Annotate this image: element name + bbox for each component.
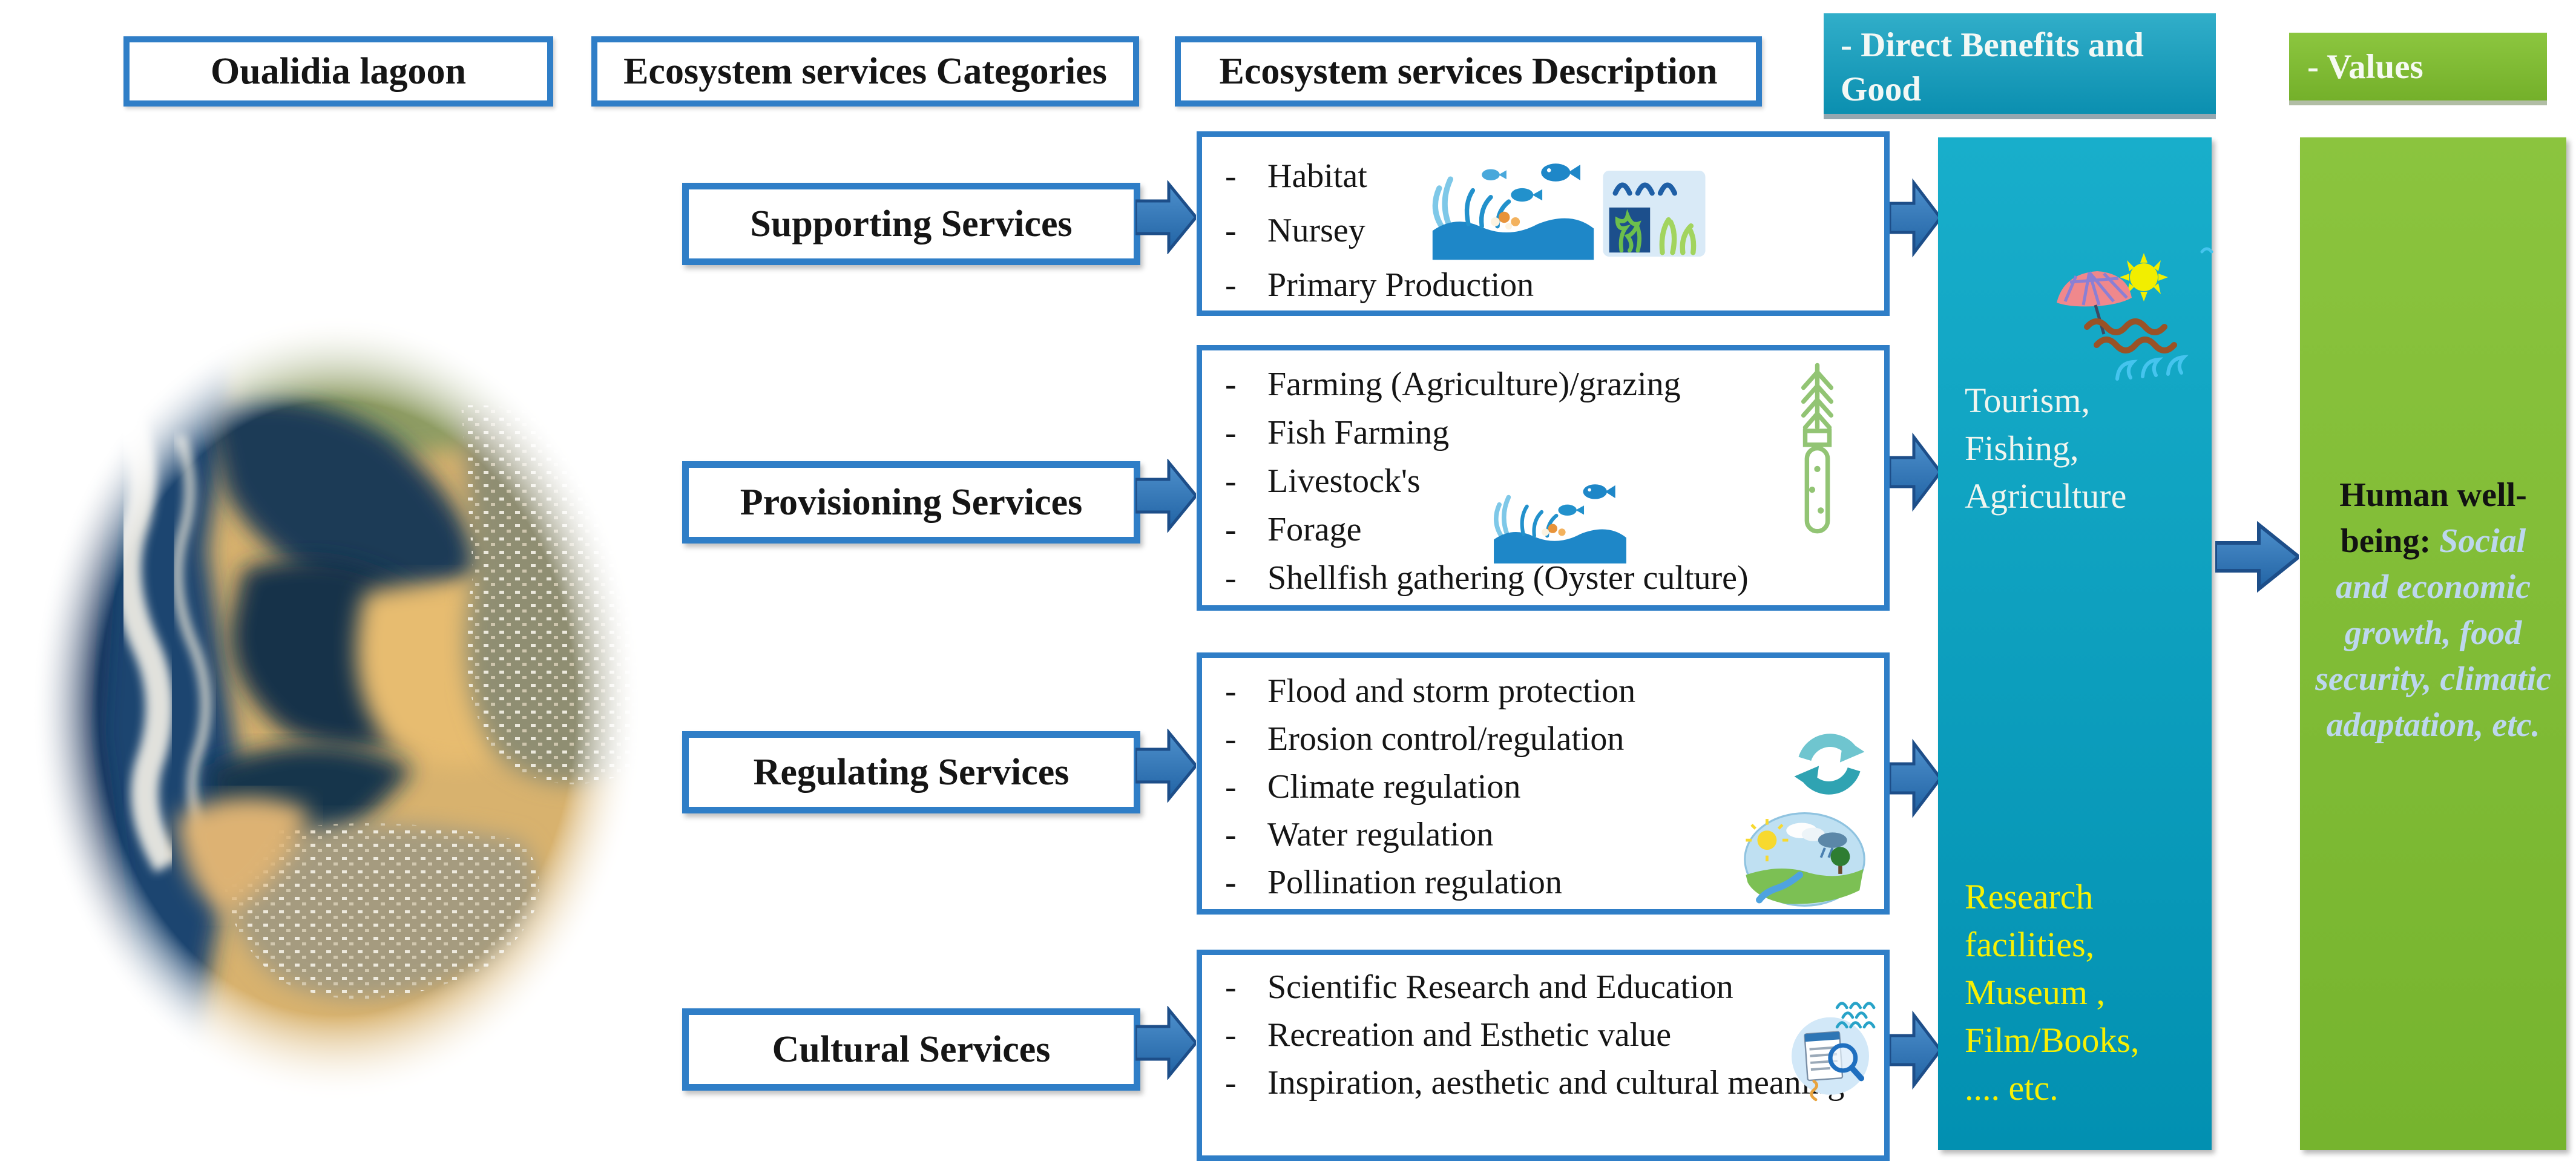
list-item: Farming (Agriculture)/grazing xyxy=(1267,366,1681,403)
list-item: Recreation and Esthetic value xyxy=(1267,1016,1672,1054)
bullet: - xyxy=(1225,266,1237,304)
category-supporting-services: Supporting Services xyxy=(682,183,1140,265)
category-supporting-label: Supporting Services xyxy=(750,203,1073,245)
lagoon-aerial-photo xyxy=(25,309,649,1108)
bullet: - xyxy=(1225,816,1237,853)
category-regulating-services: Regulating Services xyxy=(682,731,1140,813)
bullet: - xyxy=(1225,559,1237,597)
category-cultural-services: Cultural Services xyxy=(682,1008,1140,1091)
header-oualidia-label: Oualidia lagoon xyxy=(210,50,467,92)
values-column xyxy=(2300,137,2566,1150)
arrow-to-values-icon xyxy=(2215,521,2299,593)
header-values: - Values xyxy=(2289,33,2547,100)
bullet: - xyxy=(1225,366,1237,403)
bullet: - xyxy=(1225,768,1237,806)
bullet: - xyxy=(1225,157,1237,195)
arrow-supporting-icon xyxy=(1135,180,1196,254)
list-item: Climate regulation xyxy=(1267,768,1521,806)
values-text: Human well-being: Social and economic gr… xyxy=(2311,472,2555,748)
category-provisioning-label: Provisioning Services xyxy=(740,481,1083,523)
arrow-to-benefits-icon xyxy=(1890,1010,1940,1090)
arrow-to-benefits-icon xyxy=(1890,738,1940,818)
bullet: - xyxy=(1225,1064,1237,1102)
recycle-cycle-icon xyxy=(1794,734,1865,795)
values-title: Human well-being: xyxy=(2339,476,2527,560)
category-provisioning-services: Provisioning Services xyxy=(682,461,1140,544)
water-cycle-icon xyxy=(1744,812,1865,907)
header-direct-benefits: - Direct Benefits and Good xyxy=(1824,13,2216,114)
list-item: Shellfish gathering (Oyster culture) xyxy=(1267,559,1749,597)
description-provisioning: -Farming (Agriculture)/grazing -Fish Far… xyxy=(1197,345,1890,611)
list-item: Habitat xyxy=(1267,157,1367,195)
benefits-bottom-text: Research facilities, Museum , Film/Books… xyxy=(1965,877,2140,1108)
list-item: Scientific Research and Education xyxy=(1267,968,1733,1006)
beach-umbrella-sun-icon xyxy=(2057,247,2213,381)
bullet: - xyxy=(1225,212,1237,249)
bullet: - xyxy=(1225,968,1237,1006)
header-categories-label: Ecosystem services Categories xyxy=(623,50,1107,92)
list-item: Pollination regulation xyxy=(1267,864,1562,901)
header-categories: Ecosystem services Categories xyxy=(591,36,1139,107)
description-cultural: -Scientific Research and Education -Recr… xyxy=(1197,950,1890,1161)
research-magnifier-icon xyxy=(1792,1002,1876,1102)
arrow-cultural-icon xyxy=(1135,1006,1196,1080)
benefits-column xyxy=(1938,137,2212,1150)
header-description-label: Ecosystem services Description xyxy=(1219,50,1718,92)
arrow-to-benefits-icon xyxy=(1890,178,1940,258)
header-description: Ecosystem services Description xyxy=(1175,36,1762,107)
values-body: Social and economic growth, food securit… xyxy=(2315,522,2551,744)
list-item: Primary Production xyxy=(1267,266,1534,304)
arrow-to-benefits-icon xyxy=(1890,432,1940,512)
list-item: Livestock's xyxy=(1267,462,1421,500)
list-item: Inspiration, aesthetic and cultural mean… xyxy=(1267,1064,1845,1102)
bullet: - xyxy=(1225,1016,1237,1054)
fish-coral-habitat-icon xyxy=(1494,484,1626,563)
list-item: Nursey xyxy=(1267,212,1365,249)
arrow-provisioning-icon xyxy=(1135,459,1196,533)
bullet: - xyxy=(1225,511,1237,548)
bullet: - xyxy=(1225,672,1237,710)
bullet: - xyxy=(1225,864,1237,901)
benefits-top-text: Tourism, Fishing, Agriculture xyxy=(1965,381,2127,516)
arrow-regulating-icon xyxy=(1135,729,1196,803)
list-item: Water regulation xyxy=(1267,816,1494,853)
seagrass-waves-icon xyxy=(1603,171,1706,257)
category-cultural-label: Cultural Services xyxy=(772,1028,1051,1070)
list-item: Fish Farming xyxy=(1267,414,1450,452)
category-regulating-label: Regulating Services xyxy=(753,751,1070,793)
bullet: - xyxy=(1225,414,1237,452)
list-item: Forage xyxy=(1267,511,1362,548)
bullet: - xyxy=(1225,462,1237,500)
list-item: Erosion control/regulation xyxy=(1267,720,1625,758)
wheat-test-tube-icon xyxy=(1801,363,1834,534)
list-item: Flood and storm protection xyxy=(1267,672,1636,710)
fish-coral-habitat-icon xyxy=(1432,163,1594,260)
bullet: - xyxy=(1225,720,1237,758)
header-oualidia-lagoon: Oualidia lagoon xyxy=(123,36,553,107)
